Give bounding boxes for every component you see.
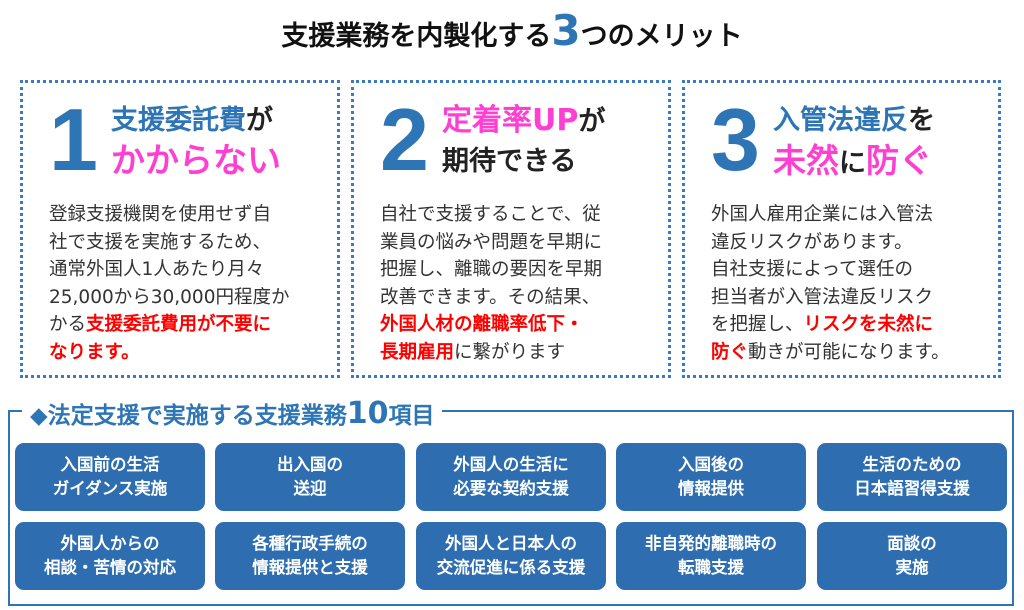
body-highlight: 支援委託費用が不要に bbox=[86, 314, 272, 336]
support-item: 入国後の情報提供 bbox=[616, 443, 806, 511]
body-highlight: なります。 bbox=[49, 341, 140, 363]
support-item-line: 各種行政手続の bbox=[252, 534, 368, 553]
body-text: かる bbox=[49, 314, 87, 336]
merit-number: 3 bbox=[711, 90, 760, 189]
support-item-line: 実施 bbox=[895, 558, 929, 577]
support-item-line: 生活のための bbox=[862, 455, 962, 474]
section-number: 10 bbox=[346, 396, 389, 431]
merit-heading: 支援委託費がかからない bbox=[111, 101, 281, 184]
support-item: 入国前の生活ガイダンス実施 bbox=[15, 443, 205, 511]
body-highlight: リスクを未然に bbox=[803, 314, 934, 336]
body-line: 自社支援によって選任の bbox=[711, 259, 914, 281]
merit-number: 1 bbox=[49, 90, 98, 189]
support-item-line: 非自発的離職時の bbox=[645, 534, 777, 553]
heading-text: 期待できる bbox=[442, 146, 577, 177]
support-item: 非自発的離職時の転職支援 bbox=[616, 522, 806, 590]
support-item-line: 交流促進に係る支援 bbox=[436, 558, 586, 577]
merit-card-3: 3 入管法違反を未然に防ぐ 外国人雇用企業には入管法 違反リスクがあります。 自… bbox=[682, 80, 1001, 378]
support-items-frame bbox=[8, 410, 1014, 606]
merit-card-1: 1 支援委託費がかからない 登録支援機関を使用せず自 社で支援を実施するため、 … bbox=[20, 80, 340, 378]
title-number: 3 bbox=[551, 6, 581, 55]
section-text: ◆法定支援で実施する支援業務 bbox=[30, 403, 347, 429]
heading-text: が bbox=[578, 106, 606, 137]
body-line: 自社で支援することで、従 bbox=[380, 204, 601, 225]
title-text: つのメリット bbox=[580, 21, 743, 52]
body-line: 担当者が入管法違反リスク bbox=[711, 286, 934, 308]
page-title: 支援業務を内製化する3つのメリット bbox=[0, 10, 1024, 53]
title-text: 支援業務を内製化する bbox=[281, 21, 552, 52]
support-item: 外国人の生活に必要な契約支援 bbox=[416, 443, 606, 511]
support-item: 外国人と日本人の交流促進に係る支援 bbox=[416, 522, 606, 590]
body-line: 違反リスクがあります。 bbox=[711, 231, 913, 253]
body-line: 把握し、離職の要因を早期 bbox=[380, 259, 603, 281]
heading-text: 未然 bbox=[773, 141, 839, 180]
heading-text: が bbox=[246, 105, 273, 136]
support-item: 面談の実施 bbox=[817, 522, 1007, 590]
body-line: 外国人雇用企業には入管法 bbox=[711, 204, 934, 225]
support-item: 出入国の送迎 bbox=[215, 443, 405, 511]
support-item-line: 相談・苦情の対応 bbox=[44, 558, 176, 577]
support-item-line: 入国前の生活 bbox=[60, 455, 160, 474]
merit-heading: 入管法違反を未然に防ぐ bbox=[773, 101, 935, 184]
support-item-line: 送迎 bbox=[293, 479, 327, 498]
body-line: 25,000から30,000円程度か bbox=[49, 286, 290, 308]
support-item-line: 外国人の生活に bbox=[453, 455, 569, 474]
body-line: 登録支援機関を使用せず自 bbox=[49, 204, 272, 225]
merit-card-2: 2 定着率UPが期待できる 自社で支援することで、従 業員の悩みや問題を早期に … bbox=[351, 80, 671, 378]
body-text: を把握し、 bbox=[711, 314, 804, 336]
body-highlight: 防ぐ bbox=[711, 341, 749, 363]
section-text: 項目 bbox=[388, 403, 435, 429]
support-item-line: 入国後の bbox=[678, 455, 744, 474]
heading-text: 防ぐ bbox=[866, 141, 932, 180]
merit-body: 外国人雇用企業には入管法 違反リスクがあります。 自社支援によって選任の 担当者… bbox=[711, 201, 988, 367]
support-item-line: 情報提供と支援 bbox=[252, 558, 368, 577]
support-item-line: ガイダンス実施 bbox=[52, 479, 168, 498]
support-item-line: 外国人からの bbox=[60, 534, 160, 553]
heading-text: 定着率UP bbox=[442, 103, 579, 138]
body-text: に繋がります bbox=[454, 341, 566, 363]
heading-text: に bbox=[839, 148, 866, 179]
support-item-line: 外国人と日本人の bbox=[445, 534, 577, 553]
support-item: 外国人からの相談・苦情の対応 bbox=[15, 522, 205, 590]
heading-text: を bbox=[908, 105, 935, 136]
support-item-line: 面談の bbox=[887, 534, 937, 553]
body-line: 通常外国人1人あたり月々 bbox=[49, 259, 265, 281]
support-item-line: 出入国の bbox=[277, 455, 343, 474]
support-item-line: 必要な契約支援 bbox=[453, 479, 569, 498]
support-item: 生活のための日本語習得支援 bbox=[817, 443, 1007, 511]
support-item: 各種行政手続の情報提供と支援 bbox=[215, 522, 405, 590]
body-highlight: 外国人材の離職率低下・ bbox=[380, 314, 584, 336]
support-item-line: 転職支援 bbox=[678, 558, 744, 577]
body-line: 業員の悩みや問題を早期に bbox=[380, 231, 603, 253]
section-heading: ◆法定支援で実施する支援業務10項目 bbox=[22, 396, 443, 431]
heading-text: 入管法違反 bbox=[773, 105, 908, 136]
body-line: 改善できます。その結果、 bbox=[380, 286, 601, 308]
merit-body: 自社で支援することで、従 業員の悩みや問題を早期に 把握し、離職の要因を早期 改… bbox=[380, 201, 658, 367]
heading-text: 支援委託費 bbox=[111, 105, 246, 136]
support-item-line: 情報提供 bbox=[678, 479, 744, 498]
merit-body: 登録支援機関を使用せず自 社で支援を実施するため、 通常外国人1人あたり月々 2… bbox=[49, 201, 327, 367]
body-highlight: 長期雇用 bbox=[380, 341, 455, 363]
heading-text: かからない bbox=[111, 141, 281, 181]
body-text: 動きが可能になります。 bbox=[748, 341, 950, 363]
support-item-line: 日本語習得支援 bbox=[854, 479, 970, 498]
merit-number: 2 bbox=[380, 90, 429, 189]
merit-heading: 定着率UPが期待できる bbox=[442, 101, 605, 182]
body-line: 社で支援を実施するため、 bbox=[49, 231, 272, 253]
